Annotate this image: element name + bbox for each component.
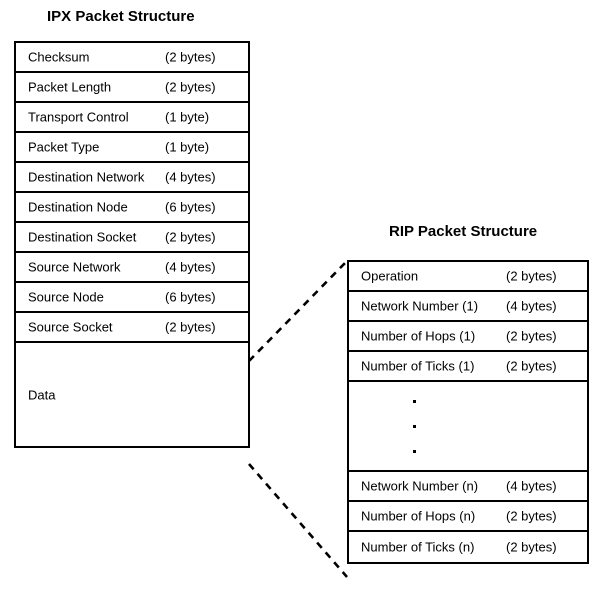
field-name: Network Number (n) — [361, 478, 479, 494]
expansion-line-top — [248, 260, 348, 362]
field-name: Number of Hops (n) — [361, 508, 476, 524]
field-name: Source Socket — [28, 319, 113, 335]
table-row: Packet Length (2 bytes) — [16, 73, 248, 103]
field-size: (2 bytes) — [506, 539, 557, 555]
table-row: Transport Control (1 byte) — [16, 103, 248, 133]
field-name: Operation — [361, 268, 419, 284]
table-row: Number of Hops (1) (2 bytes) — [349, 322, 587, 352]
field-size: (6 bytes) — [165, 199, 216, 215]
field-name: Destination Node — [28, 199, 128, 215]
field-name: Network Number (1) — [361, 298, 479, 314]
table-row: Source Node (6 bytes) — [16, 283, 248, 313]
table-row: Number of Hops (n) (2 bytes) — [349, 502, 587, 532]
table-row: Operation (2 bytes) — [349, 262, 587, 292]
ipx-packet-title: IPX Packet Structure — [47, 8, 195, 25]
field-size: (2 bytes) — [165, 79, 216, 95]
field-name: Packet Length — [28, 79, 112, 95]
field-size: (2 bytes) — [165, 319, 216, 335]
expansion-line-bottom — [248, 463, 348, 578]
field-size: (1 byte) — [165, 139, 210, 155]
field-size: (2 bytes) — [506, 358, 557, 374]
table-row: Number of Ticks (n) (2 bytes) — [349, 532, 587, 562]
field-name: Data — [28, 387, 56, 402]
field-name: Number of Ticks (n) — [361, 539, 475, 555]
field-size: (6 bytes) — [165, 289, 216, 305]
field-name: Number of Hops (1) — [361, 328, 476, 344]
field-size: (2 bytes) — [506, 268, 557, 284]
field-name: Packet Type — [28, 139, 100, 155]
field-name: Destination Socket — [28, 229, 137, 245]
field-name: Transport Control — [28, 109, 129, 125]
table-row: Network Number (n) (4 bytes) — [349, 472, 587, 502]
vertical-ellipsis-icon — [404, 382, 424, 470]
rip-packet-title: RIP Packet Structure — [389, 223, 538, 240]
table-row: Destination Socket (2 bytes) — [16, 223, 248, 253]
rip-continuation-row — [349, 382, 587, 472]
field-size: (2 bytes) — [506, 508, 557, 524]
ipx-packet-table: Checksum (2 bytes) Packet Length (2 byte… — [14, 41, 250, 448]
field-name: Number of Ticks (1) — [361, 358, 475, 374]
field-size: (2 bytes) — [165, 229, 216, 245]
table-row: Checksum (2 bytes) — [16, 43, 248, 73]
rip-packet-table: Operation (2 bytes) Network Number (1) (… — [347, 260, 589, 564]
ipx-data-payload-row: Data — [16, 343, 248, 446]
field-size: (1 byte) — [165, 109, 210, 125]
table-row: Number of Ticks (1) (2 bytes) — [349, 352, 587, 382]
table-row: Source Network (4 bytes) — [16, 253, 248, 283]
field-name: Destination Network — [28, 169, 145, 185]
table-row: Network Number (1) (4 bytes) — [349, 292, 587, 322]
field-size: (4 bytes) — [506, 478, 557, 494]
field-size: (4 bytes) — [165, 169, 216, 185]
field-name: Checksum — [28, 49, 90, 65]
table-row: Source Socket (2 bytes) — [16, 313, 248, 343]
table-row: Destination Node (6 bytes) — [16, 193, 248, 223]
field-name: Source Network — [28, 259, 121, 275]
field-size: (2 bytes) — [506, 328, 557, 344]
table-row: Packet Type (1 byte) — [16, 133, 248, 163]
field-size: (2 bytes) — [165, 49, 216, 65]
field-name: Source Node — [28, 289, 104, 305]
field-size: (4 bytes) — [506, 298, 557, 314]
field-size: (4 bytes) — [165, 259, 216, 275]
table-row: Destination Network (4 bytes) — [16, 163, 248, 193]
